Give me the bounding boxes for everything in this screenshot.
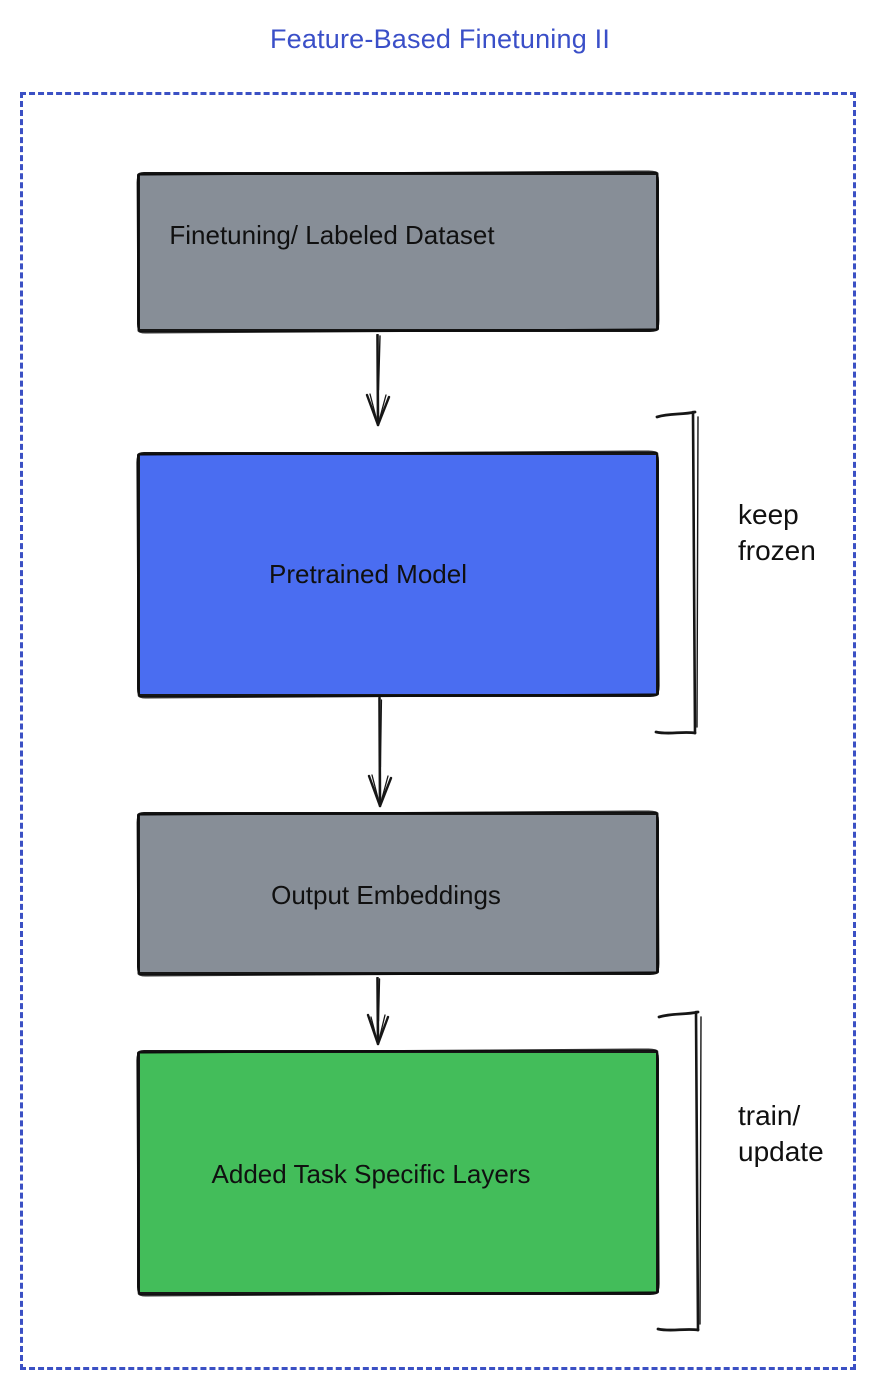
annotation-line: update bbox=[738, 1136, 824, 1167]
node-label: Finetuning/ Labeled Dataset bbox=[169, 219, 495, 250]
node-task-specific-layers: Added Task Specific Layers bbox=[137, 1050, 659, 1295]
bracket-icon bbox=[656, 1010, 702, 1332]
node-label: Output Embeddings bbox=[271, 880, 501, 910]
annotation-line: train/ bbox=[738, 1100, 801, 1131]
node-label: Added Task Specific Layers bbox=[211, 1159, 531, 1189]
node-output-embeddings: Output Embeddings bbox=[137, 812, 659, 975]
annotation-line: frozen bbox=[738, 535, 816, 566]
down-arrow-icon bbox=[365, 334, 391, 427]
annotation-keep-frozen: keep frozen bbox=[738, 497, 816, 569]
node-pretrained-model: Pretrained Model bbox=[137, 452, 659, 697]
bracket-icon bbox=[654, 410, 699, 735]
node-label: Pretrained Model bbox=[269, 559, 467, 589]
annotation-line: keep bbox=[738, 499, 799, 530]
down-arrow-icon bbox=[366, 977, 390, 1046]
annotation-train-update: train/ update bbox=[738, 1098, 824, 1170]
dotted-frame bbox=[20, 92, 856, 1370]
node-finetuning-dataset: Finetuning/ Labeled Dataset bbox=[137, 172, 659, 332]
down-arrow-icon bbox=[367, 697, 393, 808]
page-title: Feature-Based Finetuning II bbox=[269, 24, 611, 54]
